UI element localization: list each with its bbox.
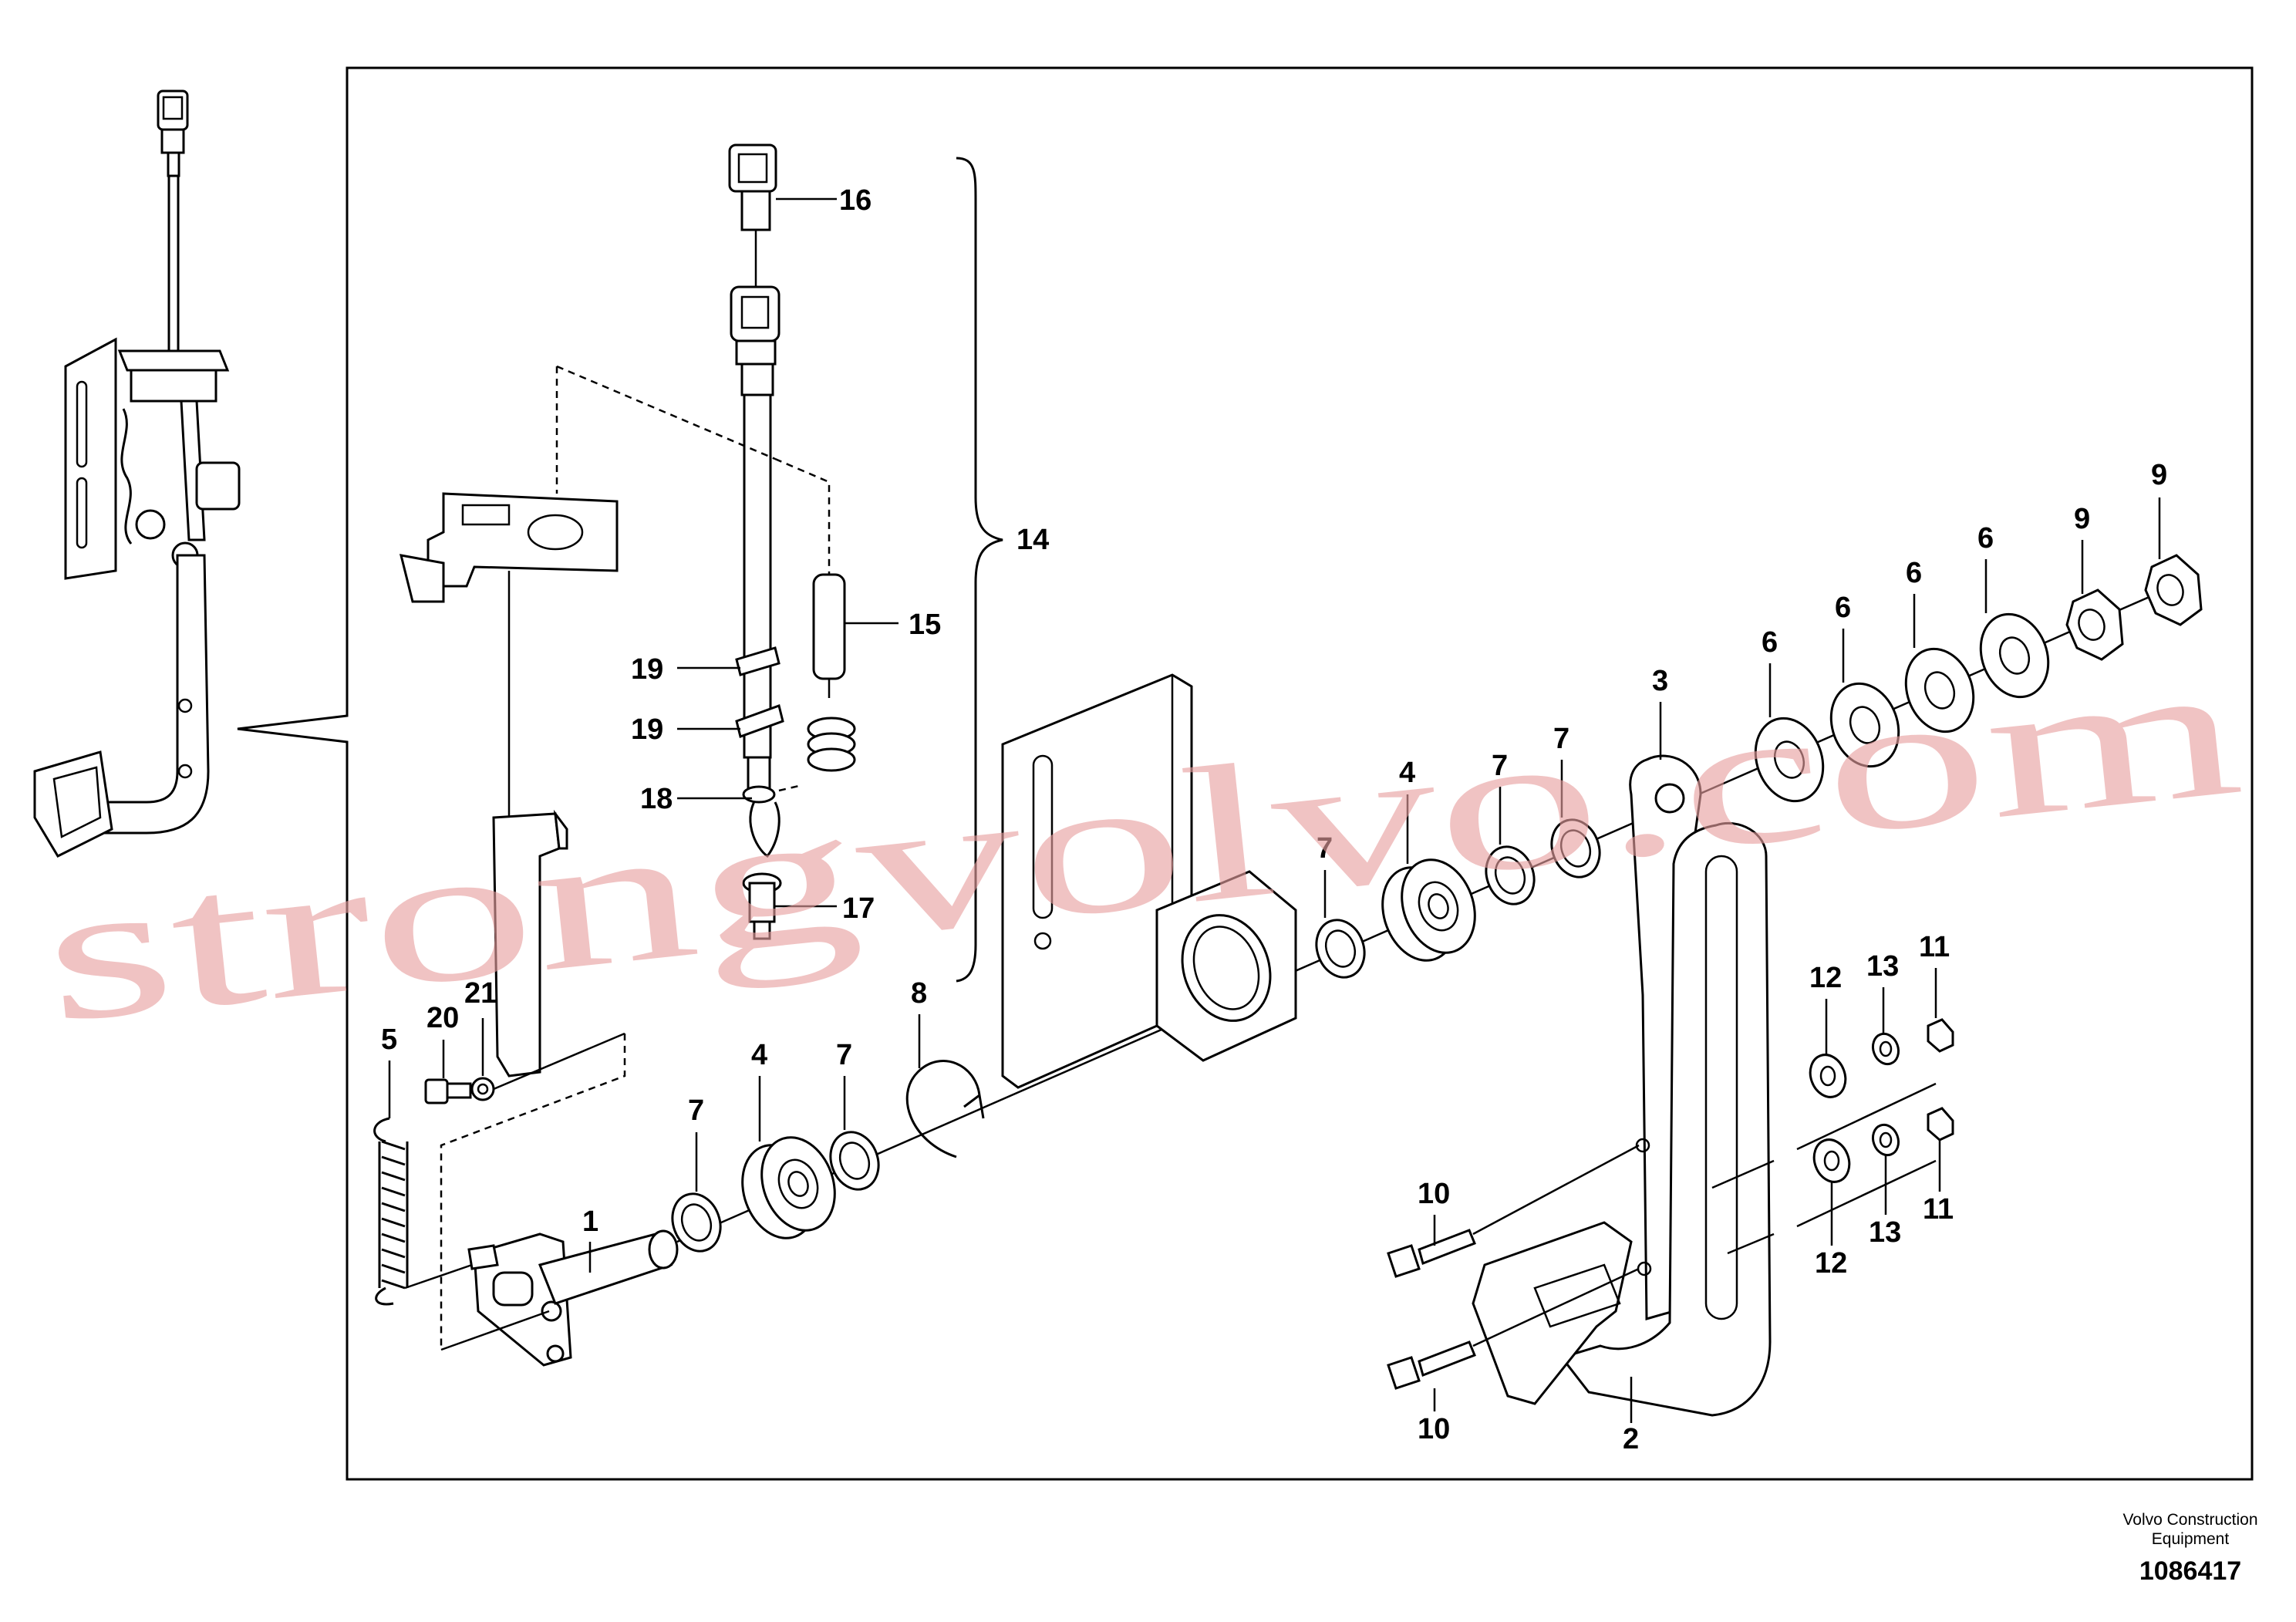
switch-bracket: [399, 365, 776, 1077]
pedal-2: [1472, 821, 1772, 1417]
callout-13-lower: 13: [1869, 1216, 1901, 1249]
callout-4-lower: 4: [751, 1039, 767, 1071]
callout-5: 5: [381, 1023, 397, 1056]
callout-8: 8: [911, 977, 927, 1010]
callout-13-upper: 13: [1866, 950, 1899, 983]
callout-10-lower: 10: [1418, 1413, 1450, 1445]
bolt-10-upper: [1387, 1144, 1640, 1278]
callout-11-upper: 11: [1919, 931, 1950, 963]
callout-14: 14: [1017, 524, 1049, 556]
lever-1: [404, 1229, 679, 1367]
callout-3: 3: [1652, 665, 1668, 697]
callout-10-upper: 10: [1418, 1178, 1450, 1210]
callout-17: 17: [842, 892, 875, 925]
callout-20: 20: [426, 1002, 459, 1034]
callout-6-a: 6: [1762, 626, 1778, 659]
nuts-9: [2065, 554, 2203, 661]
callout-18: 18: [640, 783, 673, 815]
callout-9-a: 9: [2074, 503, 2090, 535]
callout-4-upper: 4: [1399, 757, 1415, 789]
callout-2: 2: [1623, 1423, 1639, 1455]
callout-19-lower: 19: [631, 713, 663, 746]
bolt-10-lower: [1387, 1267, 1640, 1390]
screw-20-washer-21: [424, 1032, 626, 1350]
bearing-4-upper: [1381, 858, 1476, 962]
brand-line-2: Equipment: [2151, 1530, 2230, 1548]
callout-21: 21: [464, 977, 497, 1010]
hardware-12-13-11: [1809, 1018, 1954, 1183]
callout-7-e: 7: [1553, 723, 1569, 755]
detail-frame: [237, 66, 2254, 1481]
drawing-number: 1086417: [2139, 1556, 2242, 1586]
bearing-4-lower: [741, 1136, 836, 1239]
brand-label: Volvo Construction Equipment: [2082, 1510, 2296, 1549]
callout-1: 1: [582, 1206, 598, 1238]
callout-7-b: 7: [836, 1039, 852, 1071]
spring-5: [373, 1117, 409, 1306]
overview-assembly: [33, 89, 241, 858]
callout-15: 15: [909, 609, 941, 641]
support-plate: [1001, 673, 1297, 1089]
brand-line-1: Volvo Construction: [2122, 1511, 2258, 1529]
callout-6-d: 6: [1977, 522, 1994, 555]
callout-6-b: 6: [1835, 592, 1851, 624]
sensor-assembly: [728, 143, 856, 940]
callout-12-upper: 12: [1809, 962, 1842, 994]
washers-6: [1754, 612, 2050, 803]
group-brace-14: [956, 157, 1003, 983]
leader-lines: [388, 197, 2161, 1423]
callout-9-b: 9: [2151, 459, 2167, 491]
callout-6-c: 6: [1906, 557, 1922, 589]
callout-16: 16: [839, 184, 872, 217]
retaining-ring-8: [905, 1060, 985, 1158]
callout-19-upper: 19: [631, 653, 663, 686]
callout-7-c: 7: [1317, 832, 1333, 865]
callout-7-a: 7: [688, 1094, 704, 1127]
callout-labels: 16 14 15 19 19 18 17 21 20 5 1 7 4 7 8 7…: [381, 184, 2167, 1455]
callout-11-lower: 11: [1923, 1193, 1954, 1226]
callout-12-lower: 12: [1815, 1247, 1847, 1280]
callout-7-d: 7: [1492, 750, 1508, 782]
